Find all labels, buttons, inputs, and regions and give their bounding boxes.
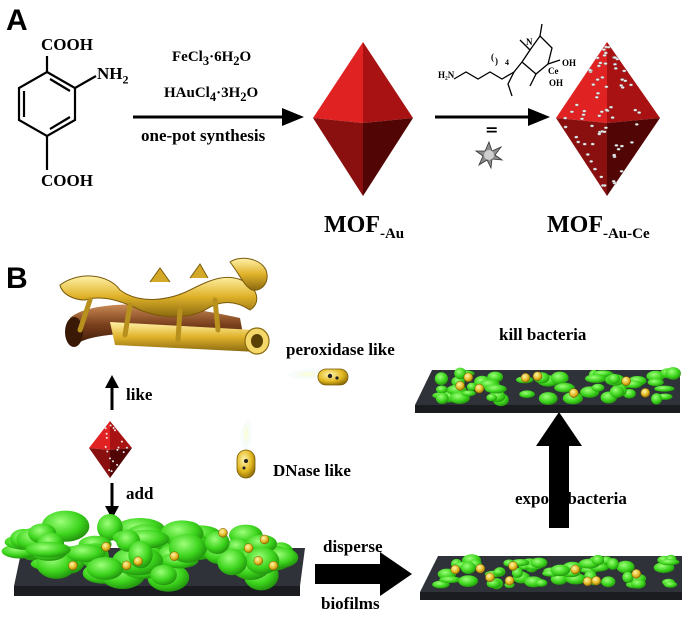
ce-n-label: N	[526, 37, 533, 47]
panel-b-letter: B	[6, 262, 28, 295]
ce-oh2-label: OH	[549, 78, 564, 88]
like-label: like	[126, 385, 153, 404]
ce-ce-label: Ce	[548, 66, 559, 76]
mof-au-octahedron	[313, 42, 413, 196]
cooh-top-label: COOH	[41, 35, 93, 54]
like-arrow	[105, 375, 119, 410]
biofilm-slab-sparse	[420, 554, 682, 600]
ce-oh1-label: OH	[562, 58, 577, 68]
small-mof-octahedron	[89, 421, 132, 478]
peroxidase-nanozyme-icon	[285, 368, 349, 386]
expose-bacteria-label: expose bacteria	[515, 489, 627, 508]
cooh-bottom-label: COOH	[41, 171, 93, 190]
biofilm-slab-dense	[1, 510, 305, 596]
equals-sign: =	[485, 120, 499, 139]
mof-au-ce-octahedron	[556, 42, 660, 196]
reagent-haucl4: HAuCl4·3H2O	[164, 85, 259, 104]
synthesis-condition: one-pot synthesis	[141, 126, 266, 145]
disperse-arrow	[315, 552, 412, 596]
add-arrow	[105, 483, 119, 519]
aminoterephthalic-acid-structure	[17, 56, 97, 170]
dnase-label: DNase like	[273, 461, 351, 480]
gold-nanostar-icon	[474, 140, 504, 170]
panel-a-letter: A	[6, 4, 28, 37]
disperse-label: disperse	[323, 537, 383, 556]
kill-bacteria-label: kill bacteria	[499, 325, 587, 344]
peroxidase-label: peroxidase like	[286, 340, 395, 359]
mof-au-label: MOF-Au	[324, 212, 405, 242]
ce-h2n-label: H₂N	[438, 70, 455, 80]
reagent-fecl3: FeCl3·6H2O	[172, 49, 252, 68]
nh2-label: NH2	[97, 64, 129, 87]
dnase-nanozyme-icon	[236, 416, 256, 479]
ce-complex-structure	[453, 23, 561, 97]
reaction-arrow-1	[133, 108, 304, 126]
mof-au-ce-label: MOF-Au-Ce	[547, 212, 650, 242]
ce-index-label: (	[491, 52, 494, 62]
biofilms-label: biofilms	[321, 594, 380, 613]
dragon-cannon-illustration	[59, 257, 270, 355]
expose-arrow	[536, 412, 582, 528]
reaction-arrow-2	[435, 108, 550, 126]
add-label: add	[126, 484, 154, 503]
ce-index-text: 4	[505, 58, 509, 67]
svg-text:): )	[495, 56, 498, 66]
biofilm-slab-killed	[415, 367, 681, 413]
